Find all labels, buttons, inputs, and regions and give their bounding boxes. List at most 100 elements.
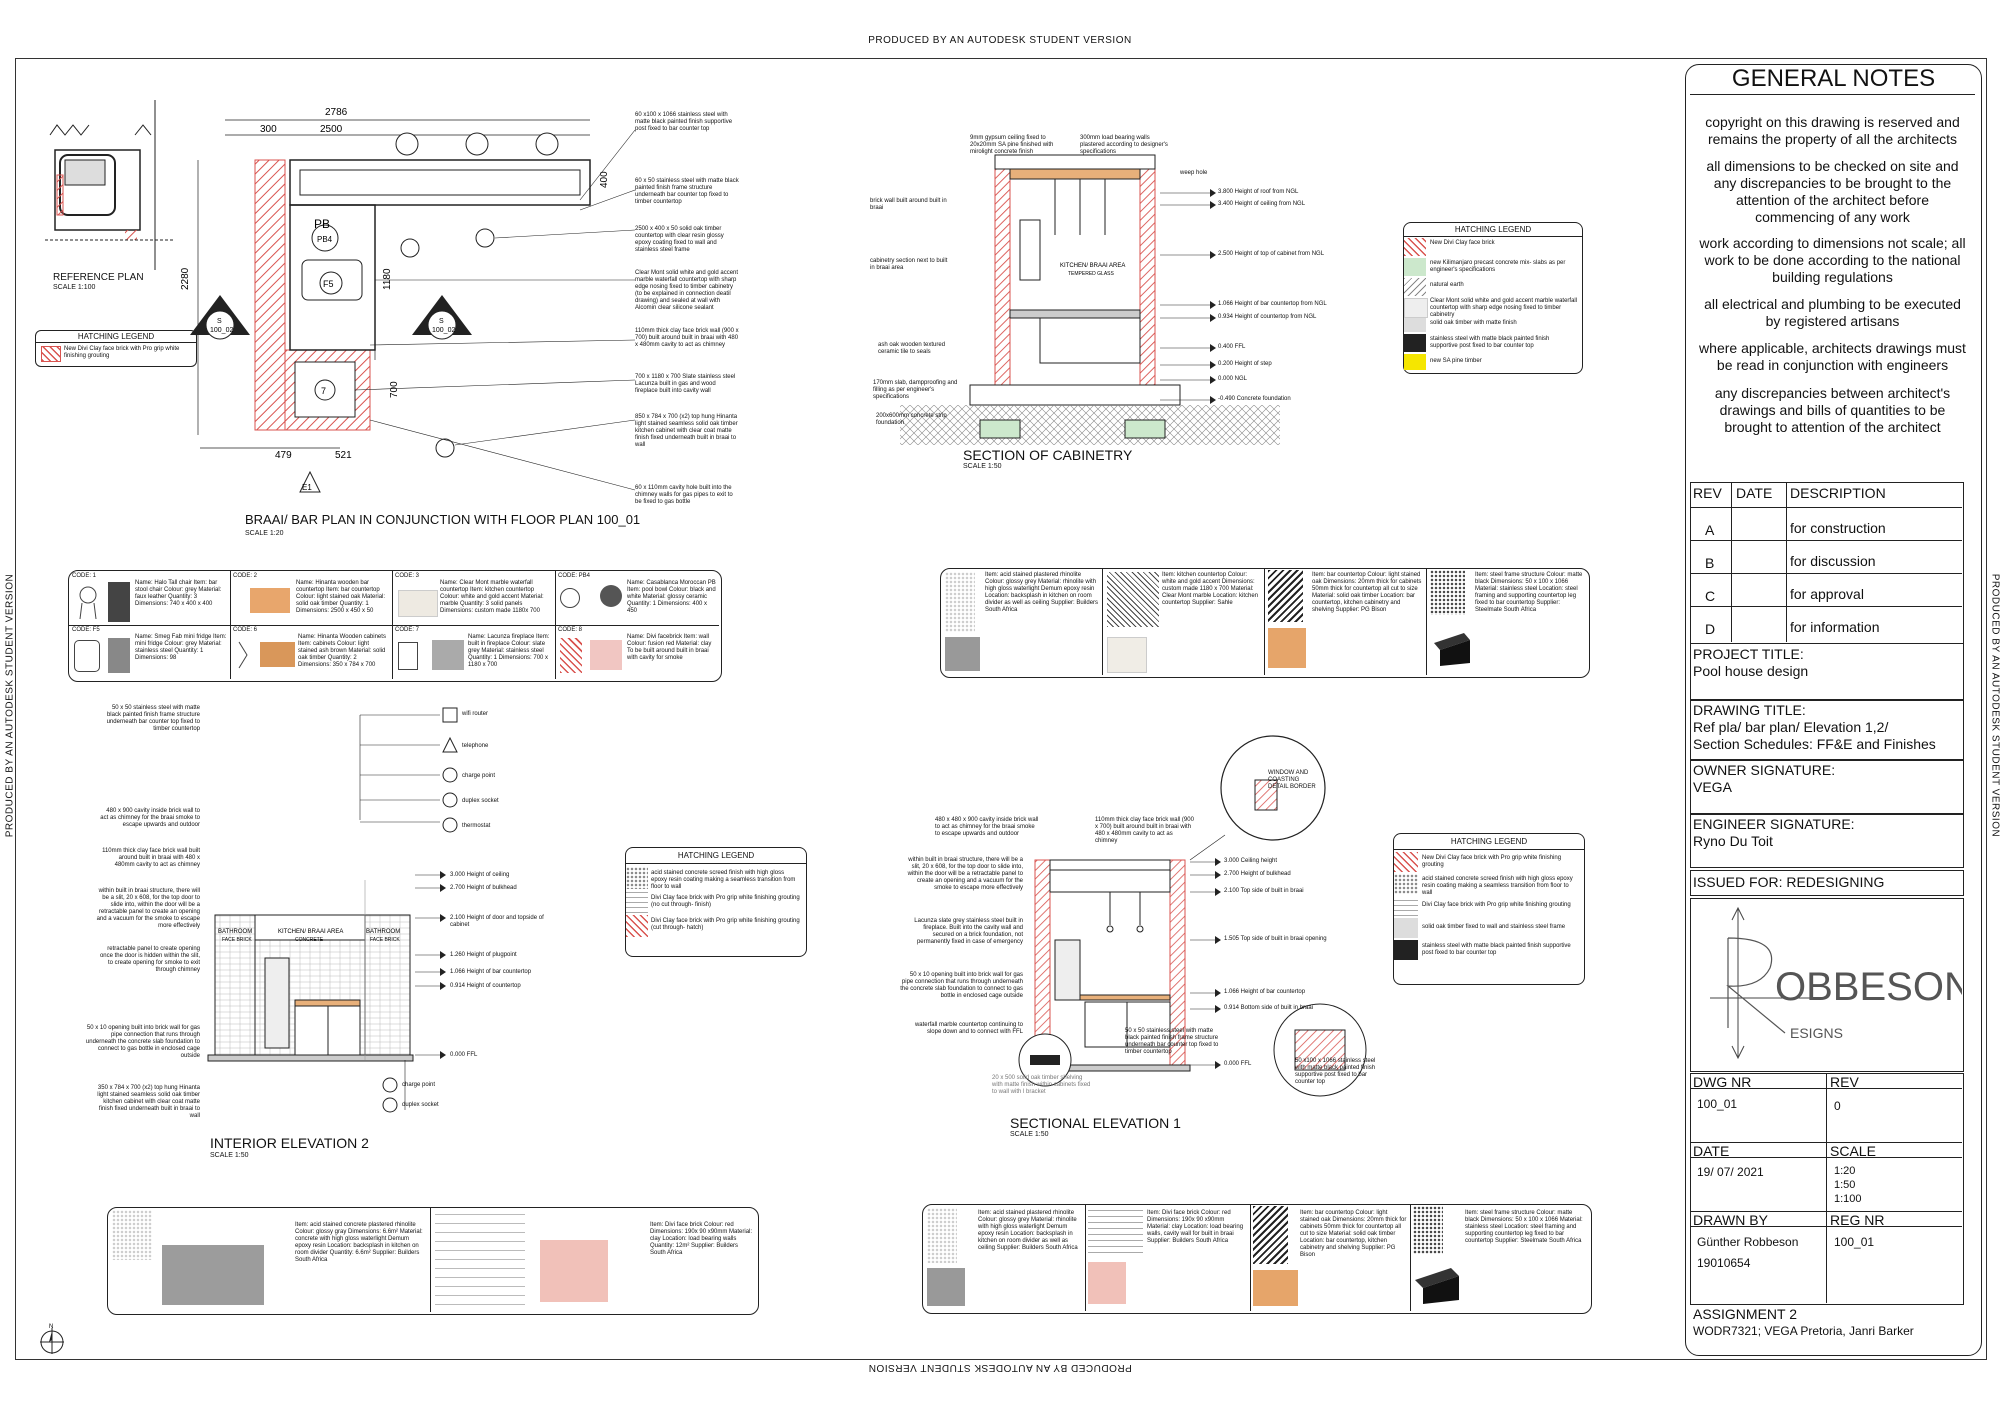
- fridge-icon: [74, 640, 100, 672]
- cabinet-icon: [237, 640, 249, 670]
- level-label: 0.000 NGL: [1218, 376, 1248, 382]
- hatching-legend-item: New Divi Clay face brick with Pro grip w…: [1422, 855, 1562, 868]
- oak-photo: [1253, 1270, 1298, 1306]
- dim-text: 700: [389, 381, 400, 398]
- ffe-description: Name: Hinanta Wooden cabinets Item: cabi…: [298, 634, 386, 668]
- rev-b: B: [1705, 555, 1715, 571]
- level-label: 1.066 Height of bar countertop: [450, 969, 532, 975]
- divider: [1690, 573, 1962, 574]
- bar-plan-note-7: 850 x 784 x 700 (x2) top hung Hinanta li…: [635, 414, 738, 448]
- room-label: KITCHEN/ BRAAI AREA: [278, 929, 343, 935]
- level-label: 1.505 Top side of built in braai opening: [1224, 936, 1327, 942]
- hatching-legend-item: Divi Clay face brick with Pro grip white…: [1422, 902, 1571, 908]
- hatching-legend-item: stainless steel with matte black painted…: [1430, 336, 1550, 349]
- concrete-photo: [927, 1268, 965, 1306]
- finish-description: Item: Divi face brick Colour: red Dimens…: [650, 1222, 753, 1256]
- dim-text: 2500: [320, 124, 343, 135]
- electrical-label: charge point: [462, 773, 496, 779]
- interior-elevation-scale: SCALE 1:50: [210, 1152, 249, 1159]
- ffe-description: Name: Divi facebrick Item: wall Colour: …: [627, 634, 712, 661]
- sheet-border: [15, 58, 1987, 1360]
- section-marker-ref: 100_02: [432, 327, 455, 334]
- oak-hatch-swatch: [1253, 1206, 1288, 1264]
- divider: [1826, 1073, 1827, 1303]
- ffe-description: Name: Hinanta wooden bar countertop Item…: [296, 580, 386, 614]
- cabinetry-note: 9mm gypsum ceiling fixed to 20x20mm SA p…: [970, 135, 1054, 155]
- cabinetry-note: 170mm slab, dampproofing and filling as …: [873, 380, 958, 400]
- hatching-legend-item: solid oak timber with matte finish: [1430, 320, 1517, 326]
- assignment-label: ASSIGNMENT 2: [1693, 1306, 1797, 1322]
- oak-photo: [1268, 628, 1306, 668]
- section-cabinetry-title: SECTION OF CABINETRY: [963, 447, 1133, 463]
- level-label: 3.400 Height of ceiling from NGL: [1218, 201, 1306, 207]
- finish-description: Item: bar countertop Colour: light stain…: [1300, 1210, 1407, 1258]
- logo-subtext: ESIGNS: [1790, 1025, 1843, 1041]
- hatching-legend-item: acid stained concrete screed finish with…: [1422, 876, 1573, 896]
- dim-text: 1180: [382, 268, 393, 290]
- brick-elevation-swatch: [1394, 896, 1418, 916]
- cabinetry-note: weep hole: [1180, 170, 1208, 176]
- level-label: 0.914 Height of countertop: [450, 983, 521, 989]
- rev-b-desc: for discussion: [1790, 553, 1876, 569]
- divider: [1731, 482, 1732, 642]
- sectional-elevation-scale: SCALE 1:50: [1010, 1131, 1049, 1138]
- description-header: DESCRIPTION: [1790, 485, 1886, 501]
- drawing-title-label: DRAWING TITLE:: [1693, 702, 1806, 718]
- ffe-description: Name: Casablanca Moroccan PB Item: pool …: [627, 580, 716, 614]
- hatching-legend-item: natural earth: [1430, 282, 1464, 288]
- engineer-signature-label: ENGINEER SIGNATURE:: [1693, 816, 1855, 832]
- tag-f5: F5: [323, 279, 334, 289]
- brick-hatch-swatch: [41, 346, 61, 362]
- cabinet-photo: [260, 642, 295, 667]
- bar-plan-note-8: 60 x 110mm cavity hole built into the ch…: [635, 485, 733, 505]
- hatching-legend-4: HATCHING LEGEND: [1393, 833, 1585, 985]
- reference-plan-scale: SCALE 1:100: [53, 284, 96, 291]
- hatching-legend-item: New Divi Clay face brick: [1430, 240, 1495, 246]
- reference-plan-title: REFERENCE PLAN: [53, 272, 144, 283]
- section-cabinetry-scale: SCALE 1:50: [963, 463, 1002, 470]
- ffe-description: Name: Clear Mont marble waterfall counte…: [440, 580, 544, 614]
- steel-beam-photo: [1413, 1262, 1461, 1306]
- logo-box: [1690, 898, 1964, 1072]
- logo-text: OBBESON: [1775, 965, 1962, 1009]
- room-label: BATHROOM: [366, 929, 400, 935]
- finish-description: Item: acid stained plastered rhinolite C…: [978, 1210, 1078, 1251]
- fridge-photo: [108, 638, 130, 673]
- ffe-description: Name: Lacunza fireplace Item: built in f…: [468, 634, 550, 668]
- hatching-legend-2: HATCHING LEGEND: [1403, 222, 1583, 374]
- steel-beam-photo: [1432, 628, 1472, 668]
- rev-d: D: [1705, 621, 1716, 637]
- section-marker-s: S: [439, 318, 444, 325]
- assignment: WODR7321; VEGA Pretoria, Janri Barker: [1693, 1324, 1914, 1338]
- electrical-label: duplex socket: [462, 798, 499, 804]
- texture-swatch: [112, 1210, 152, 1260]
- dim-text: 479: [275, 450, 292, 461]
- tag-pb: PB: [314, 217, 330, 231]
- bowl-icon: [560, 588, 580, 608]
- drawing-title-box: [1690, 700, 1964, 760]
- finish-description: Item: bar countertop Colour: light stain…: [1312, 572, 1422, 613]
- crosshatch-swatch: [1107, 572, 1159, 627]
- engineer-signature-box: [1690, 814, 1964, 868]
- cabinetry-note: brick wall built around built in braai: [870, 198, 947, 211]
- hatching-legend-item: Divi Clay face brick with Pro grip white…: [651, 918, 800, 931]
- reg-nr: 100_01: [1834, 1235, 1875, 1249]
- level-label: 0.914 Bottom side of built in braai: [1224, 1005, 1314, 1011]
- brick-elevation-swatch: [626, 891, 648, 913]
- divider: [1690, 94, 1975, 95]
- issued-for-box: [1690, 870, 1964, 896]
- project-title: Pool house design: [1693, 663, 1809, 679]
- level-label: 2.100 Top side of built in braai: [1224, 888, 1304, 894]
- dwg-nr: 100_01: [1697, 1097, 1738, 1111]
- interior-elevation-title: INTERIOR ELEVATION 2: [210, 1135, 369, 1151]
- elevation-note: retractable panel to create opening once…: [99, 946, 200, 973]
- rev-d-desc: for information: [1790, 619, 1880, 635]
- section-marker-ref: 100_02: [210, 327, 233, 334]
- divider: [1690, 1142, 1962, 1143]
- steel-texture-swatch: [1430, 570, 1465, 615]
- owner-signature-box: [1690, 760, 1964, 814]
- cabinetry-note: cabinetry section next to built in braai…: [870, 258, 948, 271]
- cabinetry-note: 300mm load bearing walls plastered accor…: [1080, 135, 1168, 155]
- tag-7: 7: [321, 386, 326, 396]
- concrete-photo: [162, 1245, 264, 1305]
